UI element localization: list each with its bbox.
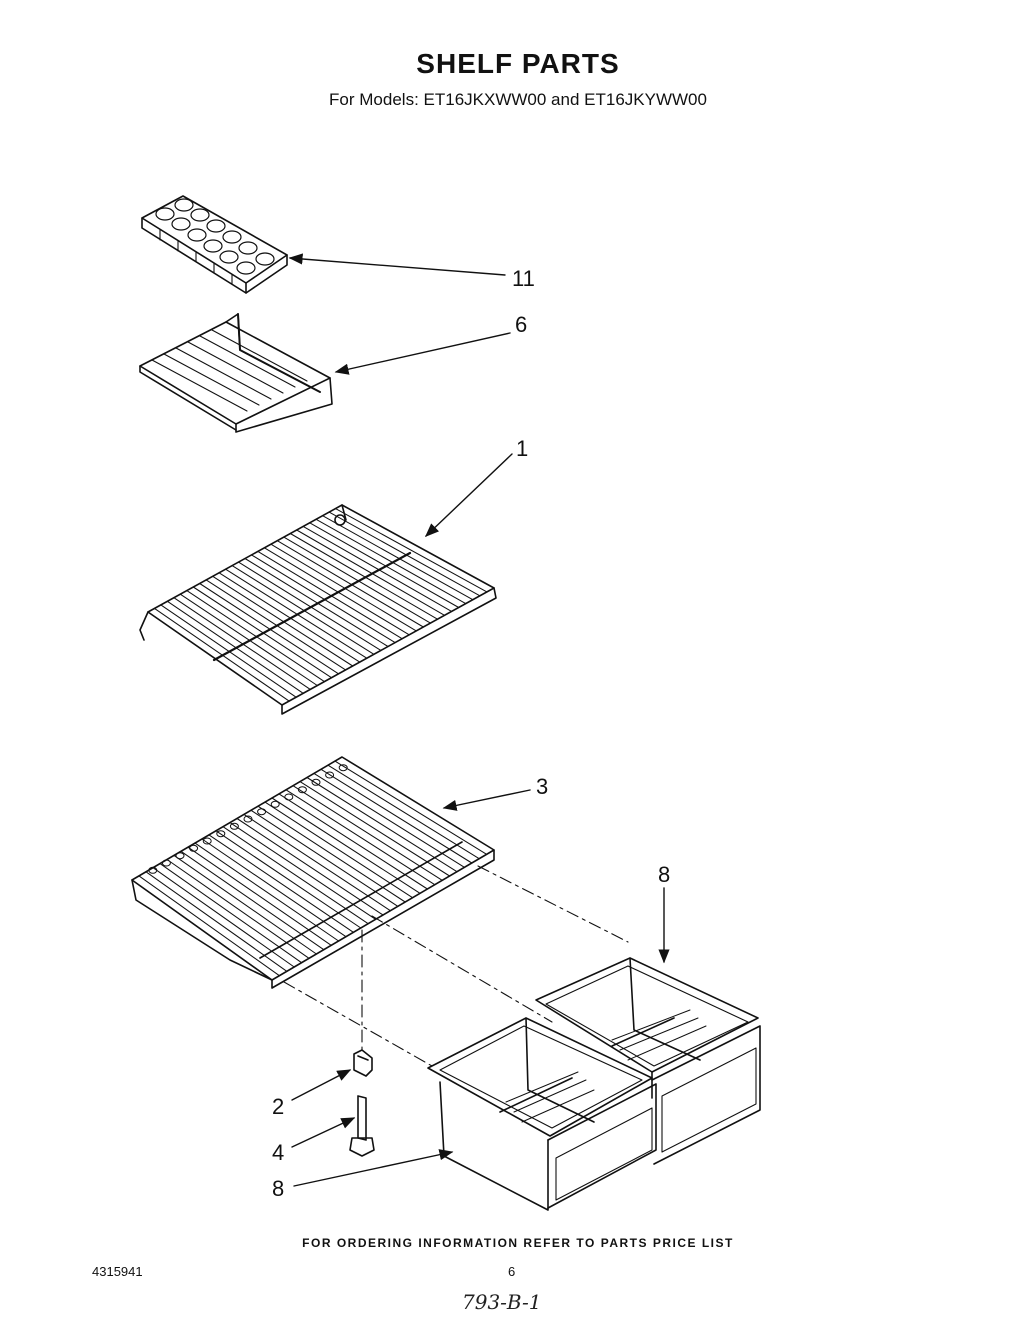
shelf-slat [322, 515, 474, 601]
shelf-slat [152, 867, 295, 968]
cap-illustration [353, 1049, 373, 1077]
shelf-slat [138, 875, 280, 977]
shelf-slat [222, 826, 369, 925]
callout-1: 1 [516, 436, 528, 461]
shelf-slat [194, 842, 340, 942]
shelf-slat [243, 813, 391, 912]
shelf-clip [243, 815, 253, 823]
crisper-drawer-left-illustration [427, 1017, 657, 1211]
shelf-slat [328, 511, 481, 597]
large-wire-shelf-illustration [139, 504, 497, 715]
shelf-slat [145, 871, 288, 972]
shelf-slat [159, 863, 303, 964]
model-subtitle: For Models: ET16JKXWW00 and ET16JKYWW00 [329, 90, 707, 109]
shelf-clip [257, 808, 267, 816]
shelf-slat [244, 557, 389, 648]
shelf-slat [313, 772, 465, 868]
shelf-clip [338, 764, 348, 772]
shelf-slat [237, 561, 382, 651]
ordering-info-note: FOR ORDERING INFORMATION REFER TO PARTS … [302, 1236, 734, 1250]
shelf-clip [270, 800, 280, 808]
small-wire-shelf-illustration [139, 313, 333, 433]
shelf-slat [334, 760, 488, 855]
shelf-clip [202, 837, 212, 845]
shelf-slat [229, 822, 377, 920]
shelf-slat [306, 776, 458, 873]
shelf-clip [189, 844, 199, 852]
shelf-slat [276, 540, 424, 628]
shelf-clip [325, 771, 335, 779]
callout-6: 6 [515, 312, 527, 337]
callout-2: 2 [272, 1094, 284, 1119]
page-number: 6 [508, 1264, 516, 1279]
shelf-slat [271, 797, 421, 894]
callout-3: 3 [536, 774, 548, 799]
shelf-slat [215, 830, 362, 929]
shelf-slat [320, 768, 473, 864]
shelf-slat [231, 565, 375, 655]
shelf-clip [148, 866, 158, 874]
ice-tray-illustration [141, 195, 288, 294]
alignment-lines [283, 865, 629, 1067]
crisper-drawer-right-illustration [535, 957, 761, 1165]
shelf-slat [285, 789, 436, 886]
callout-11: 11 [512, 266, 535, 291]
shelf-slat [250, 809, 399, 907]
shelf-slat [212, 575, 354, 667]
shelf-slat [257, 550, 403, 640]
support-pin-illustration [349, 1095, 375, 1157]
shelf-slat [257, 805, 406, 903]
page-title: SHELF PARTS [416, 48, 620, 79]
callout-4: 4 [272, 1140, 284, 1165]
shelf-slat [236, 817, 384, 916]
shelf-slat [225, 568, 368, 659]
shelf-slat [296, 529, 446, 616]
shelf-slat [327, 764, 480, 860]
document-number: 4315941 [92, 1264, 143, 1279]
shelf-clip [161, 859, 171, 867]
shelf-clip [311, 778, 321, 786]
shelf-slat [292, 785, 443, 881]
shelf-slat [218, 572, 361, 663]
shelf-slat [187, 846, 332, 946]
shelf-slat [278, 793, 428, 890]
shelf-slat [201, 838, 347, 938]
callout-8-right: 8 [658, 862, 670, 887]
shelf-clip [297, 786, 307, 794]
shelf-slat [334, 508, 488, 593]
shelf-slat [315, 518, 467, 605]
leader-lines [288, 253, 670, 1187]
shelf-clip [284, 793, 294, 801]
shelf-slat [289, 532, 439, 620]
shelf-slat [208, 834, 354, 933]
shelf-slat [299, 781, 451, 877]
shelf-slat [250, 554, 396, 644]
shelf-slat [263, 547, 410, 636]
shelf-slat [205, 579, 347, 671]
shelf-clip [229, 822, 239, 830]
shelf-slat [173, 854, 317, 955]
shelf-slat [199, 582, 340, 675]
handwritten-reference: 793-B-1 [462, 1290, 542, 1314]
shelf-slat [270, 543, 417, 632]
shelf-slat [180, 850, 325, 951]
shelf-slat [309, 522, 460, 609]
shelf-slat [283, 536, 431, 624]
shelf-clip [216, 830, 226, 838]
shelf-slat [264, 801, 414, 899]
shelf-slat [302, 525, 453, 612]
callout-8-left: 8 [272, 1176, 284, 1201]
shelf-slat [166, 858, 310, 959]
shelf-clip [175, 852, 185, 860]
crisper-cover-shelf-illustration [131, 756, 495, 989]
